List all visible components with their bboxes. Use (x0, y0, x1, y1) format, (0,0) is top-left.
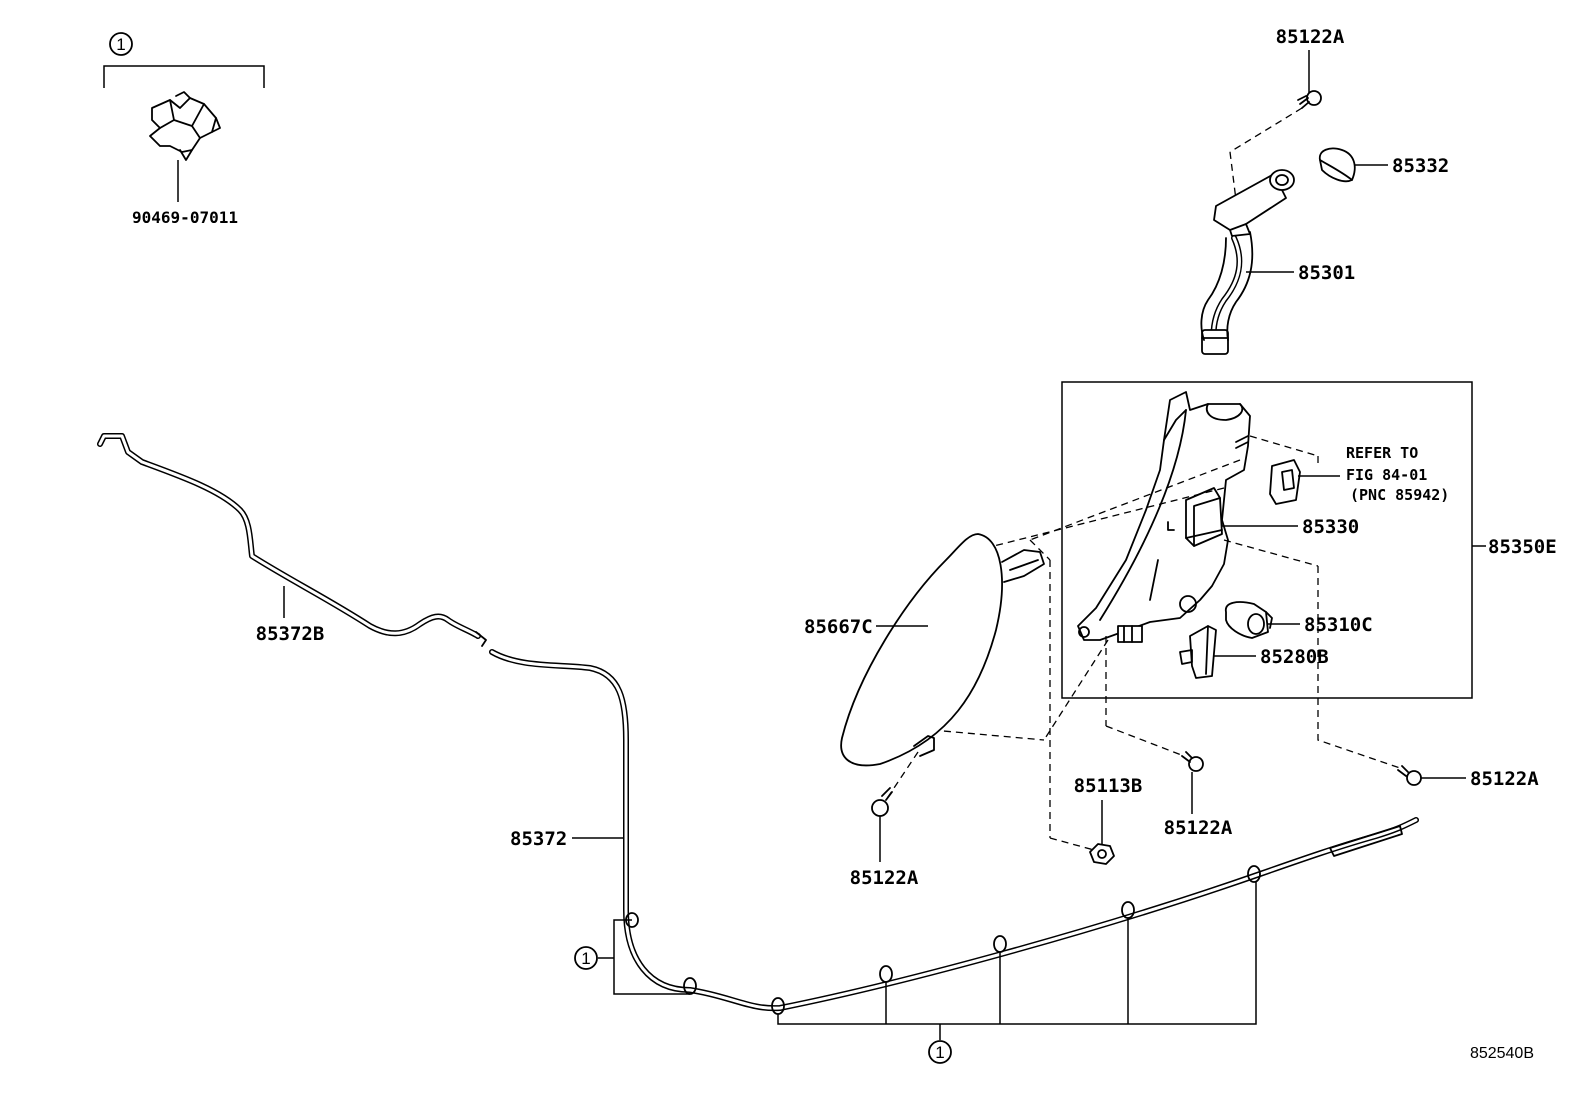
pump-icon (1185, 487, 1223, 547)
motor-icon (1225, 601, 1273, 639)
clip-callout-group: 1 90469-07011 (103, 32, 265, 227)
callout-number-top-left: 1 (116, 35, 125, 54)
callout-bracket-top-left (103, 65, 265, 88)
bolt-right-icon (1397, 765, 1422, 786)
bolt-mid-icon (1181, 751, 1204, 772)
bottom-callout-group: 1 (777, 882, 1257, 1064)
sensor-icon (1179, 625, 1217, 679)
bolt-right-group: 85122A (1397, 765, 1539, 790)
label-cap: 85332 (1392, 155, 1449, 177)
washer-tank-icon (1077, 391, 1251, 643)
bolt-left-group: 85122A (850, 787, 919, 889)
label-inlet-hose: 85301 (1298, 262, 1355, 284)
bolt-top-dash-down (1229, 151, 1237, 201)
bolt-top-icon (1297, 90, 1322, 109)
callout-circle-top-left (109, 32, 133, 56)
bolt-mid-group: 85122A (1164, 751, 1233, 839)
filler-neck-group: 85122A 85332 85301 (1200, 26, 1449, 355)
hose-clamps (625, 865, 1261, 1015)
label-hose-upper: 85372B (256, 623, 325, 645)
label-cover: 85667C (804, 616, 873, 638)
cap-icon (1318, 147, 1356, 183)
nut-icon (1089, 843, 1115, 865)
hose-upper-group: 85372B (97, 433, 487, 647)
grommet-icon (1269, 459, 1301, 505)
bolt-left-icon (871, 787, 893, 817)
label-refer-1: REFER TO (1346, 444, 1418, 462)
hose-lower-group: 85372 (489, 649, 1419, 1012)
cover-group: 85667C (804, 533, 1045, 767)
inlet-neck-icon (1200, 169, 1295, 355)
bolt-top-dash (1229, 107, 1303, 153)
label-tank-assembly: 85350E (1488, 536, 1557, 558)
label-bolt-mid: 85122A (1164, 817, 1233, 839)
nut-group: 85113B (1074, 775, 1143, 865)
callout-number-bottom: 1 (935, 1043, 944, 1062)
figure-code: 852540B (1470, 1045, 1534, 1062)
label-sensor: 85280B (1260, 646, 1329, 668)
label-nut: 85113B (1074, 775, 1143, 797)
label-refer-2: FIG 84-01 (1346, 466, 1427, 484)
cover-icon (840, 533, 1003, 767)
label-motor: 85310C (1304, 614, 1373, 636)
label-hose-lower: 85372 (510, 828, 567, 850)
hose-left-callout-group: 1 (574, 919, 690, 995)
tank-assembly-box (1061, 381, 1473, 699)
label-refer-3: (PNC 85942) (1350, 486, 1449, 504)
callout-circle-hose-left (574, 946, 598, 970)
label-bolt-left: 85122A (850, 867, 919, 889)
callout-number-hose-left: 1 (581, 949, 590, 968)
clip-part-drawing (149, 91, 221, 161)
label-bolt-right: 85122A (1470, 768, 1539, 790)
tank-assembly-group: 85350E 85330 REFER TO FIG 84-01 (PNC (1061, 381, 1557, 699)
label-clip-part: 90469-07011 (132, 208, 238, 227)
label-pump: 85330 (1302, 516, 1359, 538)
label-bolt-top: 85122A (1276, 26, 1345, 48)
callout-circle-bottom (928, 1040, 952, 1064)
